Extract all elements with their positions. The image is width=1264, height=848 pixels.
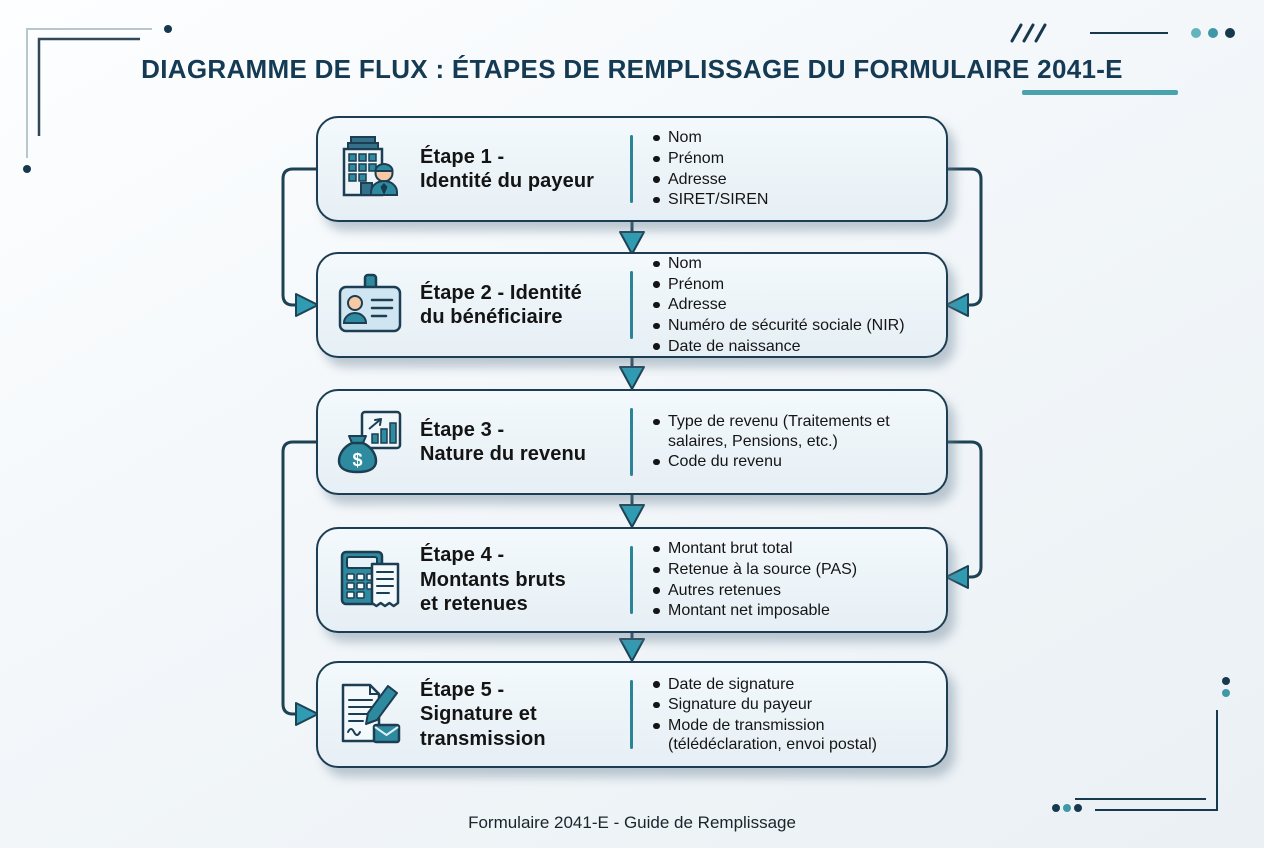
step-title-line: Étape 1 -	[420, 145, 505, 168]
title-accent-underline	[1022, 90, 1178, 95]
list-item: Type de revenu (Traitements et salaires,…	[651, 412, 926, 450]
footer-caption: Formulaire 2041-E - Guide de Remplissage	[468, 813, 796, 832]
list-item: Date de naissance	[651, 337, 926, 356]
list-item: Adresse	[651, 170, 926, 189]
list-item: Numéro de sécurité sociale (NIR)	[651, 316, 926, 335]
step-title-line: Signature et	[420, 703, 537, 726]
decoration-top-right	[1010, 23, 1235, 43]
step-title-line: Étape 4 -	[420, 544, 505, 567]
step-5-box: Étape 5 - Signature et transmission Date…	[316, 661, 948, 768]
step-title-line: Étape 3 -	[420, 418, 505, 441]
vertical-divider	[630, 271, 633, 339]
list-item: Prénom	[651, 275, 926, 294]
list-item: Mode de transmission (télédéclaration, e…	[651, 716, 926, 754]
step-1-items: Nom Prénom Adresse SIRET/SIREN	[651, 127, 926, 211]
step-title-line: et retenues	[420, 593, 528, 616]
step-4-items: Montant brut total Retenue à la source (…	[651, 538, 926, 622]
vertical-divider	[630, 546, 633, 614]
vertical-divider	[630, 135, 633, 203]
list-item: Date de signature	[651, 675, 926, 694]
step-title-line: transmission	[420, 727, 546, 750]
step-3-box: $ Étape 3 - Nature du revenu Type de rev…	[316, 389, 948, 495]
step-5-items: Date de signature Signature du payeur Mo…	[651, 673, 926, 756]
step-1-box: Étape 1 - Identité du payeur Nom Prénom …	[316, 116, 948, 222]
money-bag-chart-icon: $	[332, 404, 408, 480]
list-item: Nom	[651, 128, 926, 147]
list-item: Adresse	[651, 295, 926, 314]
vertical-divider	[630, 408, 633, 476]
list-item: Montant brut total	[651, 539, 926, 558]
step-2-box: Étape 2 - Identité du bénéficiaire Nom P…	[316, 252, 948, 358]
list-item: Signature du payeur	[651, 695, 926, 714]
document-pen-envelope-icon	[332, 677, 408, 753]
page-title: DIAGRAMME DE FLUX : ÉTAPES DE REMPLISSAG…	[141, 54, 1123, 84]
step-4-title: Étape 4 - Montants bruts et retenues	[420, 543, 618, 616]
list-item: Retenue à la source (PAS)	[651, 560, 926, 579]
decoration-bottom-right	[1052, 677, 1230, 812]
vertical-divider	[630, 680, 633, 749]
list-item: Code du revenu	[651, 452, 926, 471]
step-title-line: Étape 5 -	[420, 678, 505, 701]
step-2-title: Étape 2 - Identité du bénéficiaire	[420, 281, 618, 330]
building-person-icon	[332, 131, 408, 207]
step-title-line: Nature du revenu	[420, 443, 587, 465]
step-3-title: Étape 3 - Nature du revenu	[420, 418, 618, 467]
calculator-receipt-icon	[332, 542, 408, 618]
list-item: SIRET/SIREN	[651, 190, 926, 209]
list-item: Nom	[651, 254, 926, 273]
id-card-icon	[332, 267, 408, 343]
list-item: Autres retenues	[651, 581, 926, 600]
step-3-items: Type de revenu (Traitements et salaires,…	[651, 411, 926, 473]
step-title-line: Identité du payeur	[420, 170, 595, 192]
step-4-box: Étape 4 - Montants bruts et retenues Mon…	[316, 527, 948, 633]
step-5-title: Étape 5 - Signature et transmission	[420, 678, 618, 751]
list-item: Montant net imposable	[651, 601, 926, 620]
step-2-items: Nom Prénom Adresse Numéro de sécurité so…	[651, 253, 926, 358]
step-1-title: Étape 1 - Identité du payeur	[420, 145, 618, 194]
step-title-line: Montants bruts	[420, 568, 566, 591]
list-item: Prénom	[651, 149, 926, 168]
svg-text:$: $	[352, 450, 362, 470]
step-title-line: du bénéficiaire	[420, 306, 563, 328]
step-title-line: Étape 2 - Identité	[420, 281, 582, 304]
corner-bracket-top-left	[23, 25, 172, 173]
